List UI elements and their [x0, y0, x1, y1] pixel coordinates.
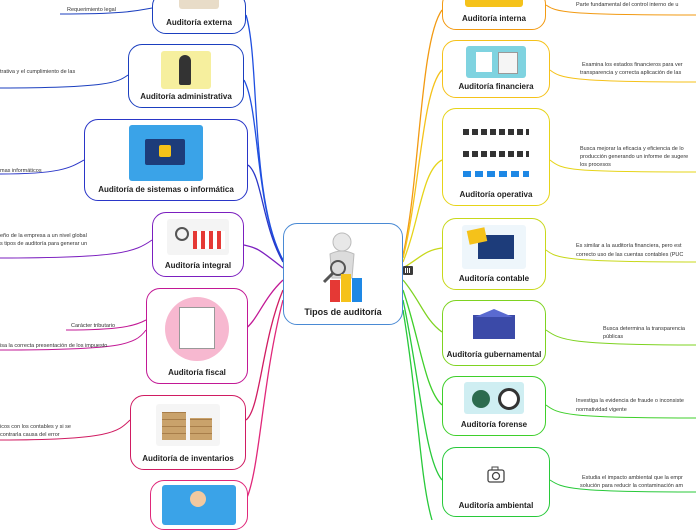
node-auditoria-administrativa-title: Auditoría administrativa [140, 92, 232, 101]
audit-figure-icon [322, 232, 362, 302]
desc-inventarios-1: icos con los contables y si se [0, 424, 71, 430]
node-auditoria-operativa[interactable]: Auditoría operativa [442, 108, 550, 206]
node-auditoria-operativa-title: Auditoría operativa [459, 190, 533, 199]
node-auditoria-forense-title: Auditoría forense [460, 420, 528, 429]
node-auditoria-contable-title: Auditoría contable [458, 274, 530, 283]
node-auditoria-integral[interactable]: Auditoría integral [152, 212, 244, 277]
desc-inventarios-2: contrarla causa del error [0, 432, 60, 438]
financial-audit-illustration [466, 46, 526, 78]
desc-integral-1: eño de la empresa a un nivel global [0, 233, 87, 239]
node-auditoria-administrativa[interactable]: Auditoría administrativa [128, 44, 244, 108]
forensic-audit-illustration [464, 382, 524, 414]
node-auditoria-externa[interactable]: Auditoría externa [152, 0, 246, 34]
desc-forense-2: normatividad vigente [576, 407, 627, 413]
desc-operativa-3: los procesos [580, 162, 611, 168]
desc-integral-2: s tipos de auditoría para generar un [0, 241, 88, 247]
desc-fiscal-1: Carácter tributario [71, 323, 116, 329]
node-auditoria-gubernamental[interactable]: Auditoría gubernamental [442, 300, 546, 366]
node-auditoria-inventarios[interactable]: Auditoría de inventarios [130, 395, 246, 470]
desc-forense-1: Investiga la evidencia de fraude o incon… [576, 398, 684, 404]
node-auditoria-externa-title: Auditoría externa [166, 18, 232, 27]
node-auditoria-interna[interactable]: Auditoría interna [442, 0, 546, 30]
systems-audit-illustration [129, 125, 203, 181]
node-auditoria-sistemas[interactable]: Auditoría de sistemas o informática [84, 119, 248, 201]
node-auditoria-inventarios-title: Auditoría de inventarios [142, 454, 234, 463]
desc-financiera-2: transparencia y correcta aplicación de l… [580, 70, 682, 76]
desc-gubernamental-1: Busca determina la transparencia [603, 326, 685, 332]
desc-operativa-1: Busca mejorar la eficacia y eficiencia d… [580, 146, 684, 152]
desc-gubernamental-2: públicas [603, 334, 624, 340]
notes-icon[interactable] [403, 266, 413, 275]
desc-sistemas-1: mas informáticos [0, 168, 42, 174]
desc-financiera-1: Examina los estados financieros para ver [582, 62, 683, 68]
node-auditoria-financiera[interactable]: Auditoría financiera [442, 40, 550, 98]
node-auditoria-contable[interactable]: Auditoría contable [442, 218, 546, 290]
node-auditoria-financiera-title: Auditoría financiera [458, 82, 534, 91]
internal-audit-illustration [465, 0, 523, 7]
desc-operativa-2: producción generando un informe de suger… [580, 154, 689, 160]
desc-contable-2: correcto uso de las cuentas contables (P… [576, 252, 684, 258]
operational-audit-illustration [459, 115, 533, 183]
node-auditoria-interna-title: Auditoría interna [461, 14, 526, 23]
inventory-audit-illustration [156, 404, 220, 446]
node-auditoria-fiscal[interactable]: Auditoría fiscal [146, 288, 248, 384]
desc-contable-1: Es similar a la auditoría financiera, pe… [576, 243, 682, 249]
node-auditoria-gubernamental-title: Auditoría gubernamental [446, 350, 542, 359]
camera-icon [466, 458, 526, 494]
fiscal-audit-illustration [165, 297, 229, 361]
node-auditoria-fiscal-title: Auditoría fiscal [168, 368, 226, 377]
external-audit-illustration [179, 0, 219, 9]
node-auditoria-sistemas-title: Auditoría de sistemas o informática [98, 185, 234, 194]
desc-fiscal-2: isa la correcta presentación de los impu… [0, 343, 108, 349]
central-topic[interactable]: Tipos de auditoría [283, 223, 403, 325]
desc-interna-1: Parte fundamental del control interno de… [576, 2, 679, 8]
node-auditoria-integral-title: Auditoría integral [164, 261, 232, 270]
node-auditoria-ambiental[interactable]: Auditoría ambiental [442, 447, 550, 517]
integral-audit-illustration [167, 219, 229, 255]
node-auditoria-forense[interactable]: Auditoría forense [442, 376, 546, 436]
desc-externa-1: Requerimiento legal [67, 7, 116, 13]
central-topic-title: Tipos de auditoría [304, 307, 382, 317]
desc-ambiental-2: solución para reducir la contaminación a… [580, 483, 684, 489]
node-bottom-left[interactable] [150, 480, 248, 530]
desc-ambiental-1: Estudia el impacto ambiental que la empr [582, 475, 683, 481]
government-audit-illustration [461, 309, 527, 343]
doctor-illustration [162, 485, 236, 525]
accounting-audit-illustration [462, 225, 526, 269]
desc-administrativa-1: trativa y el cumplimiento de las [0, 69, 76, 75]
administrative-audit-illustration [161, 51, 211, 89]
node-auditoria-ambiental-title: Auditoría ambiental [458, 501, 534, 510]
